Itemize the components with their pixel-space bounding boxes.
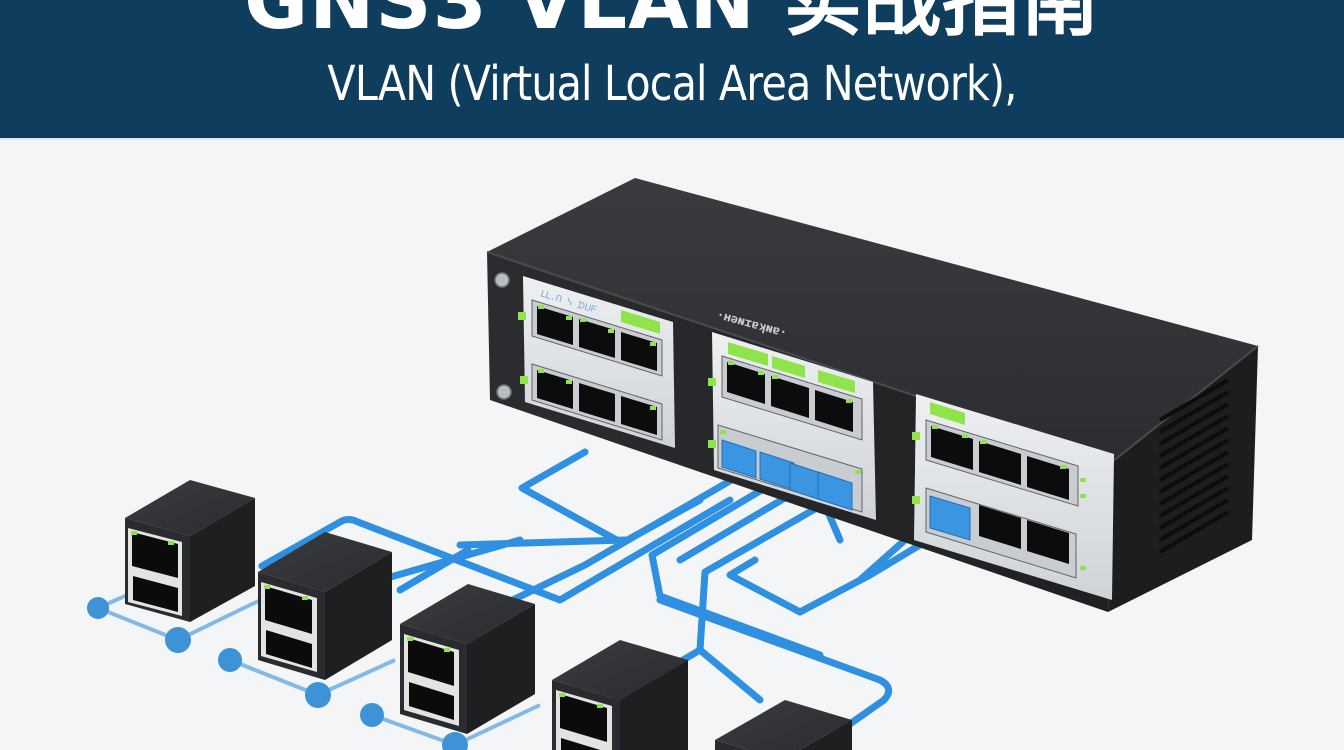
endpoint-device-5 bbox=[715, 700, 852, 750]
vlan-node-dots bbox=[87, 597, 468, 750]
vent-slats bbox=[1158, 378, 1230, 554]
network-switch: ·ʜǝɴɪɐʞɴɐ· ᒪᒪ.ᑎ ᓭ ᗪᑌᖴ bbox=[486, 178, 1259, 612]
switch-module-1: ᒪᒪ.ᑎ ᓭ ᗪᑌᖴ bbox=[518, 276, 675, 448]
switch-module-2 bbox=[708, 332, 876, 520]
network-cables bbox=[258, 448, 949, 749]
network-illustration: ·ʜǝɴɪɐʞɴɐ· ᒪᒪ.ᑎ ᓭ ᗪᑌᖴ bbox=[0, 140, 1344, 750]
endpoint-device-3 bbox=[400, 584, 535, 734]
endpoint-device-1 bbox=[125, 480, 255, 622]
page-subtitle: VLAN (Virtual Local Area Network), bbox=[327, 56, 1017, 112]
endpoint-device-2 bbox=[258, 532, 392, 680]
endpoint-device-4 bbox=[552, 640, 688, 750]
page-title: GNS3 VLAN 实战指南 bbox=[244, 0, 1100, 47]
header-banner: GNS3 VLAN 实战指南 VLAN (Virtual Local Area … bbox=[0, 0, 1344, 140]
switch-module-3 bbox=[912, 394, 1114, 600]
blue-rj45-plugs bbox=[721, 439, 853, 511]
